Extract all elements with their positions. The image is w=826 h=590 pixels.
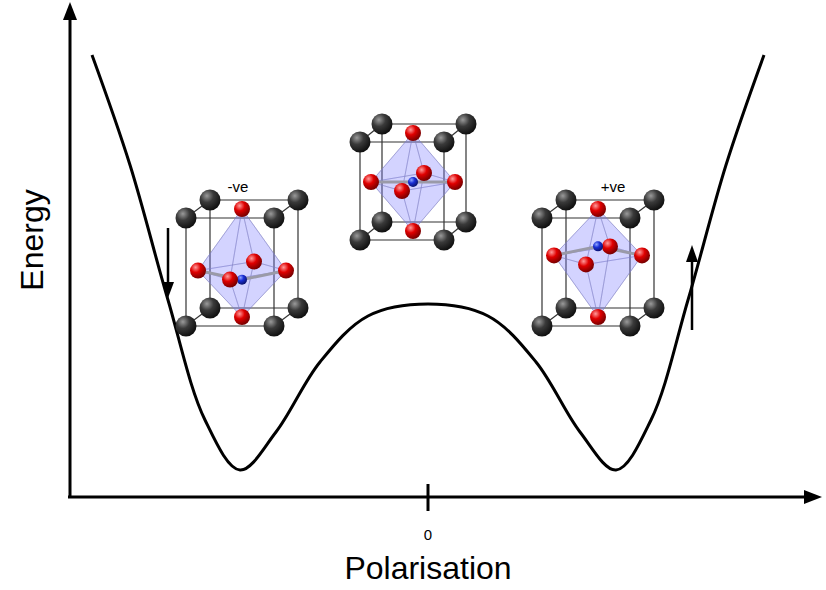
cell-edge	[465, 124, 466, 222]
cell-edge	[359, 142, 360, 240]
b-site-atom	[408, 177, 418, 187]
cell-edge	[653, 200, 654, 308]
oxygen-atom	[447, 174, 463, 190]
polarisation-sign: -ve	[228, 179, 249, 194]
cell-edge	[186, 217, 274, 218]
a-site-atom	[456, 212, 477, 233]
axis-title: Polarisation	[344, 552, 511, 584]
x-axis-arrowhead	[804, 490, 822, 504]
polarisation-arrowhead	[162, 282, 174, 298]
a-site-atom	[434, 230, 455, 251]
cell-edge	[297, 200, 298, 308]
cell-edge	[210, 307, 298, 308]
cell-edge	[210, 199, 298, 200]
a-site-atom	[288, 298, 309, 319]
oxygen-atom	[234, 309, 250, 325]
polarisation-arrow	[691, 260, 694, 330]
a-site-atom	[264, 208, 285, 229]
cell-edge	[541, 218, 542, 326]
axis-title: Energy	[16, 189, 48, 290]
oxygen-atom	[405, 223, 421, 239]
cell-edge	[382, 221, 466, 222]
cell-edge	[542, 325, 630, 326]
a-site-atom	[200, 190, 221, 211]
a-site-atom	[556, 298, 577, 319]
unit-cell-positive	[532, 190, 665, 337]
a-site-atom	[456, 114, 477, 135]
a-site-atom	[620, 316, 641, 337]
cell-edge	[186, 325, 274, 326]
cell-edge	[382, 123, 466, 124]
a-site-atom	[620, 208, 641, 229]
a-site-atom	[434, 132, 455, 153]
oxygen-atom	[546, 247, 562, 263]
y-axis-arrowhead	[63, 2, 77, 20]
a-site-atom	[288, 190, 309, 211]
cell-edge	[360, 141, 444, 142]
unit-cell-centred	[350, 114, 477, 251]
a-site-atom	[200, 298, 221, 319]
a-site-atom	[176, 208, 197, 229]
oxygen-atom	[246, 254, 262, 270]
zero-tick	[427, 484, 430, 511]
oxygen-atom	[590, 309, 606, 325]
oxygen-atom	[234, 201, 250, 217]
oxygen-atom	[394, 183, 410, 199]
a-site-atom	[556, 190, 577, 211]
polarisation-sign: +ve	[601, 179, 626, 194]
unit-cell-negative	[176, 190, 309, 337]
polarisation-arrowhead	[686, 245, 698, 262]
oxygen-atom	[278, 263, 294, 279]
polarisation-arrow	[167, 228, 170, 284]
oxygen-atom	[222, 272, 238, 288]
a-site-atom	[350, 230, 371, 251]
a-site-atom	[372, 114, 393, 135]
oxygen-atom	[634, 247, 650, 263]
oxygen-atom	[578, 256, 594, 272]
y-axis	[69, 16, 72, 497]
a-site-atom	[532, 208, 553, 229]
cell-edge	[542, 217, 630, 218]
cell-edge	[185, 218, 186, 326]
a-site-atom	[644, 190, 665, 211]
oxygen-atom	[602, 238, 618, 254]
oxygen-atom	[405, 125, 421, 141]
b-site-atom	[593, 241, 603, 251]
b-site-atom	[237, 275, 247, 285]
a-site-atom	[264, 316, 285, 337]
oxygen-atom	[363, 174, 379, 190]
oxygen-atom	[190, 263, 206, 279]
tick-label: 0	[424, 527, 432, 542]
a-site-atom	[372, 212, 393, 233]
a-site-atom	[350, 132, 371, 153]
x-axis	[68, 496, 808, 499]
a-site-atom	[176, 316, 197, 337]
cell-edge	[566, 307, 654, 308]
cell-edge	[566, 199, 654, 200]
a-site-atom	[644, 298, 665, 319]
cell-edge	[360, 239, 444, 240]
energy-curve	[92, 55, 764, 470]
oxygen-atom	[416, 165, 432, 181]
a-site-atom	[532, 316, 553, 337]
oxygen-atom	[590, 201, 606, 217]
